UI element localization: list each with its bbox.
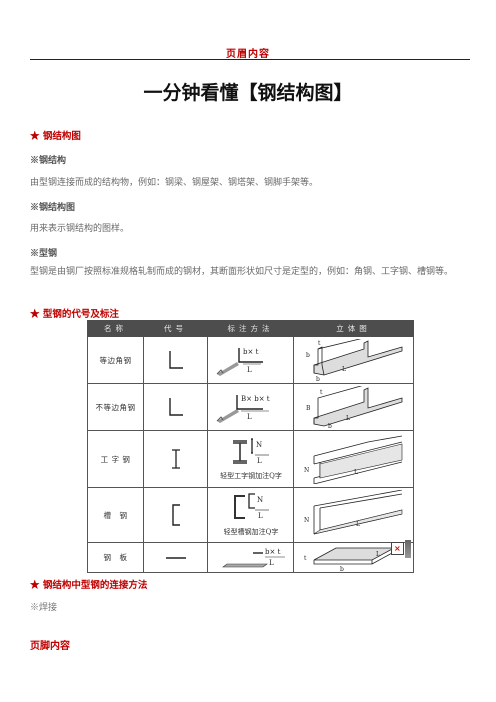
iso-cell: B t b L <box>293 383 414 431</box>
i-beam-marking-diagram: N L <box>233 438 269 465</box>
svg-text:t: t <box>304 555 307 562</box>
col-header-name: 名称 <box>87 320 144 337</box>
steel-name: 工 字 钢 <box>87 430 144 488</box>
svg-text:b: b <box>340 566 344 572</box>
col-header-3d: 立体图 <box>293 320 414 337</box>
marking-cell: b× t L <box>207 336 294 384</box>
table-header-row: 名称 代号 标注方法 立体图 <box>87 320 414 337</box>
table-row: 等边角钢 b× t L b <box>87 336 414 384</box>
paragraph-steel-structure: 由型钢连接而成的结构物，例如：钢梁、钢屋架、钢塔架、钢脚手架等。 <box>30 178 319 188</box>
marking-label-1: N <box>257 496 263 504</box>
table-row: 工 字 钢 N L 轻型工字钢加注Q字 <box>87 430 414 488</box>
page-header: 页眉内容 <box>226 49 270 60</box>
marking-label-2: L <box>247 413 252 421</box>
plate-marking-diagram: b× t L <box>221 548 285 567</box>
marking-note: 轻型槽钢加注Q字 <box>223 528 279 536</box>
svg-text:L: L <box>354 469 358 476</box>
table-row: 钢 板 b× t L t L b <box>87 542 414 573</box>
svg-text:L: L <box>356 521 360 528</box>
angle-code-symbol <box>168 398 183 416</box>
svg-text:b: b <box>316 376 320 381</box>
marking-label-2: L <box>258 512 263 520</box>
steel-name: 等边角钢 <box>87 336 144 384</box>
header-rule <box>30 59 470 60</box>
table-row: 不等边角钢 B× b× t L B t <box>87 383 414 431</box>
code-cell <box>143 430 208 488</box>
star-icon: ★ <box>30 131 40 142</box>
code-cell <box>143 487 208 543</box>
marking-cell: N L 轻型工字钢加注Q字 <box>207 430 294 488</box>
code-cell <box>143 336 208 384</box>
svg-text:L: L <box>346 415 350 422</box>
marking-cell: b× t L <box>207 542 294 573</box>
steel-name: 钢 板 <box>87 542 144 573</box>
iso-cell: N L <box>293 487 414 543</box>
svg-text:t: t <box>318 340 321 347</box>
marking-cell: N L 轻型槽钢加注Q字 <box>207 487 294 543</box>
marking-label-1: b× t <box>243 348 259 356</box>
section-heading-steel-codes: ★ 型钢的代号及标注 <box>30 309 119 320</box>
marking-note: 轻型工字钢加注Q字 <box>220 472 282 480</box>
subheading-steel-structure: ※钢结构 <box>30 156 67 166</box>
subheading-welding: ※焊接 <box>30 603 58 613</box>
angle-marking-diagram: b× t L <box>216 348 263 376</box>
marking-cell: B× b× t L <box>207 383 294 431</box>
paragraph-steel-drawing: 用来表示钢结构的图样。 <box>30 224 130 234</box>
svg-text:B: B <box>306 405 311 412</box>
steel-code-table: 名称 代号 标注方法 立体图 等边角钢 b× t L <box>87 320 414 573</box>
marking-label-2: L <box>269 559 274 567</box>
plate-code-symbol <box>165 556 186 559</box>
svg-text:N: N <box>304 467 309 474</box>
broken-image-edge <box>405 540 411 558</box>
table-row: 槽 钢 N L 轻型槽钢加注Q字 <box>87 487 414 543</box>
code-cell <box>143 383 208 431</box>
marking-label-1: N <box>256 441 262 449</box>
channel-iso-drawing: N L <box>304 490 402 535</box>
steel-name: 槽 钢 <box>87 487 144 543</box>
section-heading-connection-methods: ★ 钢结构中型钢的连接方法 <box>30 580 148 591</box>
svg-text:N: N <box>304 517 309 524</box>
svg-text:b: b <box>306 352 310 359</box>
iso-cell: b t b L <box>293 336 414 384</box>
unequal-angle-marking-diagram: B× b× t L <box>216 395 270 423</box>
angle-code-symbol <box>168 351 183 369</box>
star-icon: ★ <box>30 580 40 591</box>
svg-text:b: b <box>328 423 332 428</box>
code-cell <box>143 542 208 573</box>
col-header-code: 代号 <box>143 320 208 337</box>
paragraph-section-steel: 型钢是由钢厂按照标准规格轧制而成的钢材，其断面形状如尺寸是定型的，例如：角钢、工… <box>30 267 454 277</box>
marking-label-1: B× b× t <box>241 395 270 403</box>
svg-text:L: L <box>342 366 346 373</box>
subheading-section-steel: ※型钢 <box>30 249 58 259</box>
channel-code-symbol <box>171 504 180 526</box>
broken-image-icon: × <box>391 542 404 555</box>
svg-text:t: t <box>320 389 323 396</box>
page-footer: 页脚内容 <box>30 641 70 652</box>
iso-cell: N L <box>293 430 414 488</box>
i-beam-iso-drawing: N L <box>304 435 402 484</box>
subheading-steel-drawing: ※钢结构图 <box>30 203 76 213</box>
marking-label-2: L <box>247 366 252 374</box>
star-icon: ★ <box>30 309 40 320</box>
marking-label-2: L <box>257 457 262 465</box>
unequal-angle-iso-drawing: B t b L <box>306 386 402 428</box>
marking-label-1: b× t <box>265 548 281 556</box>
channel-marking-diagram: N L <box>234 493 269 520</box>
steel-name: 不等边角钢 <box>87 383 144 431</box>
i-beam-code-symbol <box>171 449 180 469</box>
svg-text:L: L <box>376 551 380 558</box>
document-title: 一分钟看懂【钢结构图】 <box>143 82 353 104</box>
section-heading-steel-structure-drawing: ★ 钢结构图 <box>30 131 81 142</box>
angle-iso-drawing: b t b L <box>306 339 402 381</box>
col-header-marking: 标注方法 <box>207 320 294 337</box>
